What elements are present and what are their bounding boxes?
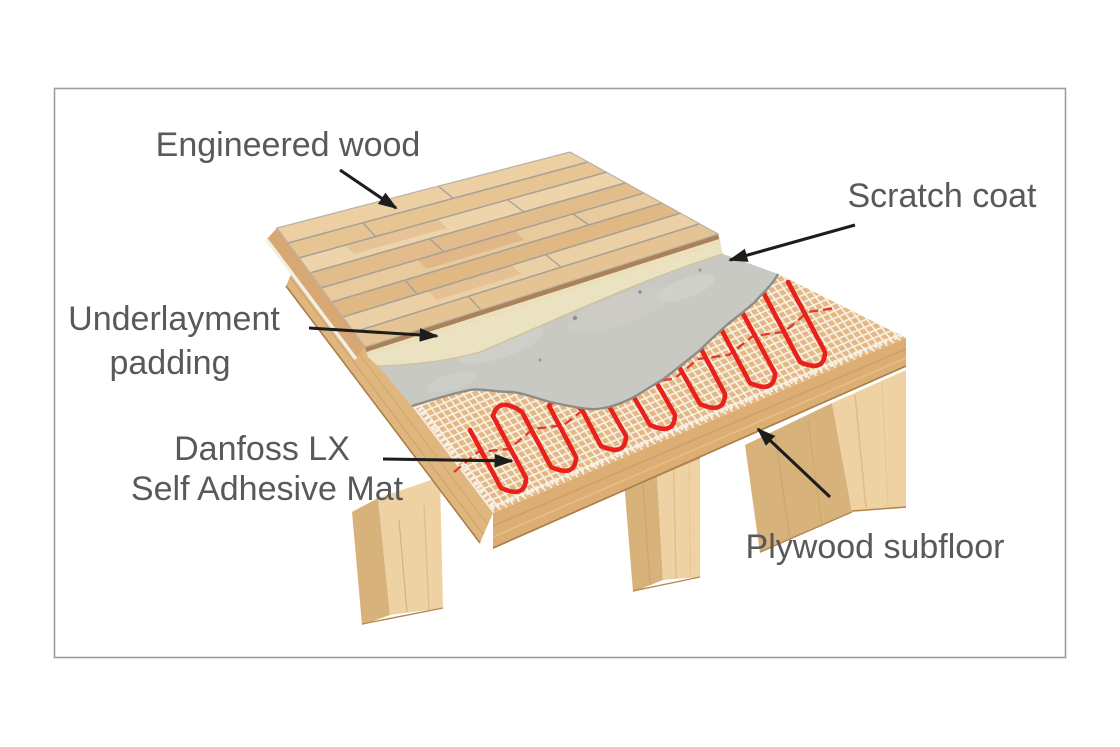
arrow-underlayment (308, 326, 439, 342)
scratch-coat-layer (378, 254, 780, 411)
engineered-wood-layer (265, 151, 721, 361)
arrow-scratch-coat (728, 223, 856, 262)
underlayment-layer (367, 243, 724, 367)
label-plywood-subfloor: Plywood subfloor (746, 528, 1005, 566)
label-danfoss-line1: Danfoss LX (174, 430, 350, 468)
label-engineered-wood: Engineered wood (156, 126, 421, 164)
label-underlayment-line2: padding (109, 344, 230, 382)
label-danfoss-line2: Self Adhesive Mat (131, 470, 404, 508)
callout-arrows (308, 168, 856, 499)
label-underlayment-line1: Underlayment (68, 300, 280, 338)
plywood-front-edge-face (493, 338, 906, 549)
arrow-engineered-wood (339, 168, 398, 210)
plank-seams (287, 161, 700, 333)
heating-cable (467, 279, 828, 495)
arrow-danfoss-mat (382, 453, 514, 468)
danfoss-mat-layer (412, 274, 906, 513)
scratch-coat-edge (411, 273, 780, 411)
joist-right (745, 370, 907, 553)
joist-left (352, 477, 444, 625)
callout-labels: Engineered wood Scratch coat Underlaymen… (68, 126, 1037, 566)
mesh-edge-front (490, 331, 904, 511)
label-scratch-coat: Scratch coat (848, 177, 1038, 215)
arrow-plywood (756, 427, 832, 499)
plank-end-joints (362, 185, 590, 311)
